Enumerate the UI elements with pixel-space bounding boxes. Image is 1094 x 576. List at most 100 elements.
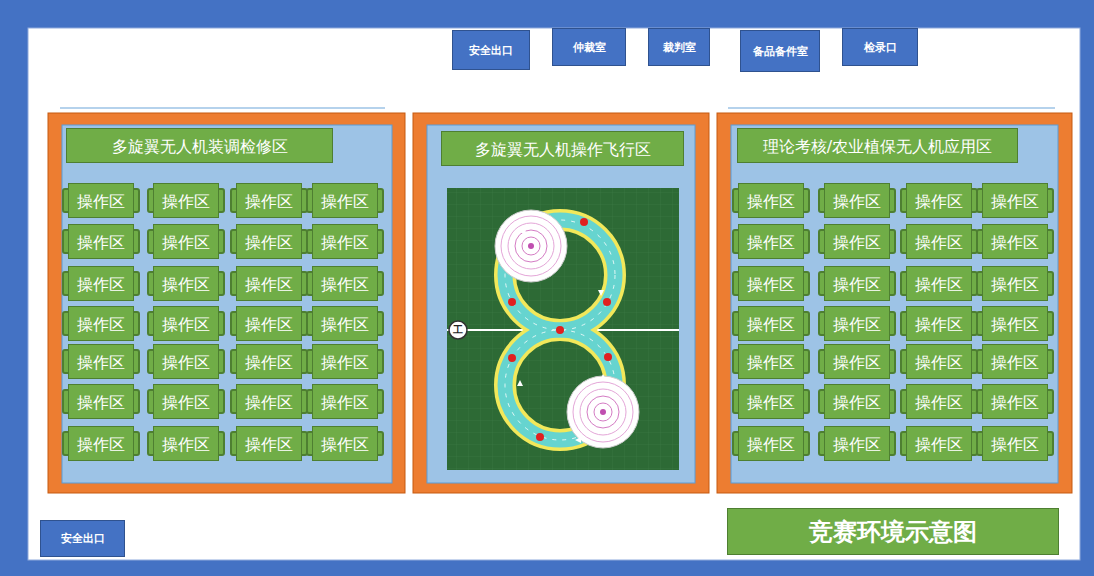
- work-area-box: 操作区: [976, 229, 1054, 254]
- box-label: 操作区: [312, 344, 378, 379]
- box-label: 操作区: [982, 426, 1048, 461]
- box-label: 操作区: [906, 183, 972, 218]
- work-area-box: 操作区: [732, 188, 810, 213]
- work-area-box: 操作区: [306, 311, 384, 336]
- work-area-box: 操作区: [147, 188, 225, 213]
- work-area-box: 操作区: [818, 389, 896, 414]
- hall-floor: [28, 28, 1080, 560]
- panel-ground: [62, 125, 392, 483]
- box-label: 操作区: [738, 266, 804, 301]
- work-area-box: 操作区: [732, 389, 810, 414]
- box-label: 备品备件室: [753, 44, 808, 59]
- box-label: 操作区: [738, 344, 804, 379]
- box-label: 操作区: [824, 224, 890, 259]
- box-label: 操作区: [824, 183, 890, 218]
- work-area-box: 操作区: [230, 349, 308, 374]
- work-area-box: 操作区: [900, 311, 978, 336]
- zone-title: 理论考核/农业植保无人机应用区: [737, 128, 1018, 163]
- box-label: 操作区: [906, 426, 972, 461]
- box-label: 操作区: [68, 306, 134, 341]
- course-marker-label: 工: [450, 322, 466, 338]
- box-label: 操作区: [68, 344, 134, 379]
- work-area-box: 操作区: [62, 389, 140, 414]
- work-area-box: 操作区: [976, 349, 1054, 374]
- box-label: 操作区: [982, 306, 1048, 341]
- box-label: 操作区: [906, 384, 972, 419]
- box-label: 操作区: [153, 426, 219, 461]
- zone-title: 多旋翼无人机操作飞行区: [441, 131, 684, 166]
- box-label: 操作区: [68, 224, 134, 259]
- box-label: 操作区: [982, 183, 1048, 218]
- work-area-box: 操作区: [62, 431, 140, 456]
- box-label: 裁判室: [663, 40, 696, 55]
- box-label: 操作区: [153, 183, 219, 218]
- panel-ground: [731, 125, 1058, 483]
- box-label: 操作区: [906, 344, 972, 379]
- box-label: 操作区: [153, 306, 219, 341]
- box-label: 操作区: [312, 426, 378, 461]
- box-label: 操作区: [312, 224, 378, 259]
- box-label: 操作区: [236, 183, 302, 218]
- box-label: 仲裁室: [573, 40, 606, 55]
- box-label: 操作区: [153, 224, 219, 259]
- box-label: 操作区: [236, 384, 302, 419]
- work-area-box: 操作区: [818, 229, 896, 254]
- box-label: 操作区: [153, 384, 219, 419]
- box-label: 操作区: [312, 183, 378, 218]
- work-area-box: 操作区: [147, 431, 225, 456]
- work-area-box: 操作区: [230, 229, 308, 254]
- box-label: 竞赛环境示意图: [809, 516, 977, 548]
- box-label: 操作区: [153, 344, 219, 379]
- work-area-box: 操作区: [62, 188, 140, 213]
- work-area-box: 操作区: [306, 188, 384, 213]
- work-area-box: 操作区: [732, 431, 810, 456]
- divider-line: [60, 107, 385, 109]
- work-area-box: 操作区: [900, 431, 978, 456]
- box-label: 操作区: [738, 306, 804, 341]
- box-label: 操作区: [68, 266, 134, 301]
- work-area-box: 操作区: [900, 188, 978, 213]
- work-area-box: 操作区: [900, 349, 978, 374]
- box-label: 操作区: [236, 426, 302, 461]
- work-area-box: 操作区: [62, 229, 140, 254]
- work-area-box: 操作区: [306, 229, 384, 254]
- room-box: 裁判室: [648, 28, 710, 66]
- work-area-box: 操作区: [976, 389, 1054, 414]
- work-area-box: 操作区: [147, 229, 225, 254]
- box-label: 操作区: [906, 266, 972, 301]
- box-label: 操作区: [738, 224, 804, 259]
- box-label: 操作区: [68, 183, 134, 218]
- box-label: 操作区: [236, 266, 302, 301]
- box-label: 操作区: [738, 426, 804, 461]
- work-area-box: 操作区: [147, 389, 225, 414]
- work-area-box: 操作区: [732, 349, 810, 374]
- box-label: 操作区: [68, 426, 134, 461]
- work-area-box: 操作区: [976, 271, 1054, 296]
- work-area-box: 操作区: [62, 271, 140, 296]
- work-area-box: 操作区: [900, 389, 978, 414]
- box-label: 操作区: [738, 183, 804, 218]
- box-label: 操作区: [906, 224, 972, 259]
- work-area-box: 操作区: [900, 271, 978, 296]
- flight-course: [447, 188, 679, 470]
- box-label: 操作区: [982, 344, 1048, 379]
- panel-frame: [48, 113, 405, 493]
- work-area-box: 操作区: [306, 271, 384, 296]
- work-area-box: 操作区: [306, 431, 384, 456]
- box-label: 操作区: [982, 224, 1048, 259]
- work-area-box: 操作区: [147, 349, 225, 374]
- box-label: 操作区: [312, 384, 378, 419]
- zone-panel: 操作区操作区操作区操作区操作区操作区操作区操作区操作区操作区操作区操作区操作区操…: [717, 113, 1072, 493]
- work-area-box: 操作区: [306, 349, 384, 374]
- work-area-box: 操作区: [732, 311, 810, 336]
- work-area-box: 操作区: [818, 431, 896, 456]
- room-box: 仲裁室: [552, 28, 626, 66]
- box-label: 操作区: [824, 266, 890, 301]
- box-label: 操作区: [824, 344, 890, 379]
- exit-box: 安全出口: [40, 520, 125, 557]
- room-box: 检录口: [842, 28, 918, 66]
- work-area-box: 操作区: [147, 311, 225, 336]
- box-label: 操作区: [824, 384, 890, 419]
- box-label: 操作区: [236, 344, 302, 379]
- box-label: 操作区: [153, 266, 219, 301]
